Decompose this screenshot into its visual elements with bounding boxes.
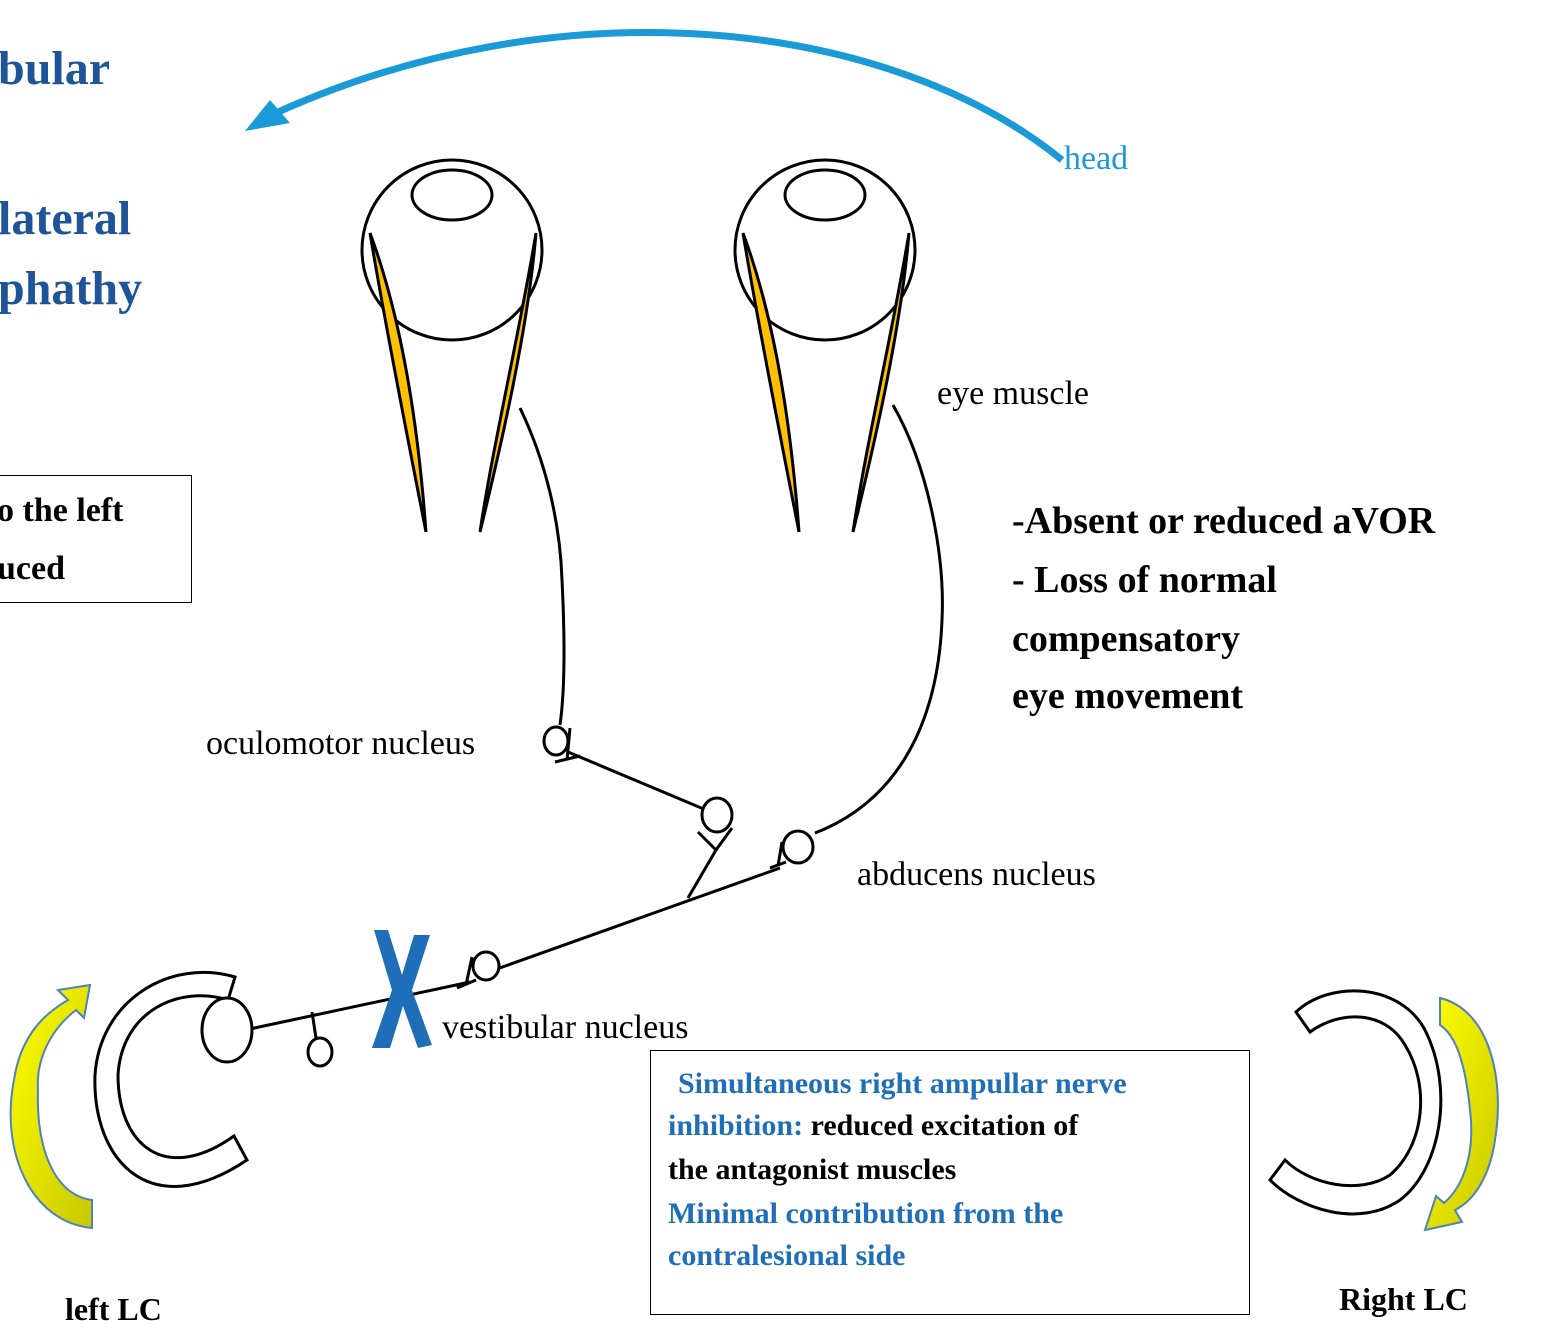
interneuron-synapse <box>688 798 732 898</box>
note-line-1: Simultaneous right ampullar nerve <box>678 1069 1127 1099</box>
left-note-line-1: o the left <box>0 492 124 530</box>
note-line-2: inhibition: reduced excitation of <box>668 1111 1078 1141</box>
title-line-2: lateral <box>0 195 131 243</box>
oculomotor-nucleus-synapse <box>544 727 706 810</box>
title-line-1: bular <box>0 45 110 93</box>
left-note-line-2: uced <box>0 550 65 588</box>
finding-line-4: eye movement <box>1012 677 1243 715</box>
abducens-nucleus-label: abducens nucleus <box>857 858 1096 892</box>
inhibition-note-box: Simultaneous right ampullar nerve inhibi… <box>650 1050 1250 1315</box>
abducens-nerve <box>815 405 942 833</box>
note-line-2-blue: inhibition: <box>668 1109 803 1142</box>
abducens-nucleus-synapse <box>770 831 813 868</box>
vestibular-axon <box>480 868 780 975</box>
note-line-3: the antagonist muscles <box>668 1155 956 1185</box>
note-line-2-black: reduced excitation of <box>803 1109 1078 1142</box>
lesion-x-mark <box>372 930 432 1048</box>
title-line-3: phathy <box>0 265 142 313</box>
left-rotation-arrow <box>11 985 92 1228</box>
ampullar-nerve <box>245 982 470 1030</box>
right-canal <box>1270 991 1441 1214</box>
eye-muscle-label: eye muscle <box>937 377 1089 411</box>
left-canal <box>95 972 252 1186</box>
finding-line-3: compensatory <box>1012 620 1240 658</box>
right-lc-label: Right LC <box>1339 1283 1468 1315</box>
note-line-4: Minimal contribution from the <box>668 1199 1063 1229</box>
head-rotation-arrow <box>245 33 1062 160</box>
left-note-box: o the left uced <box>0 475 192 603</box>
note-line-5: contralesional side <box>668 1241 906 1271</box>
finding-line-1: -Absent or reduced aVOR <box>1012 502 1435 540</box>
efferent-synapse <box>308 1012 332 1066</box>
oculomotor-nucleus-label: oculomotor nucleus <box>206 727 475 761</box>
left-lc-label: left LC <box>65 1293 162 1325</box>
finding-line-2: - Loss of normal <box>1012 561 1277 599</box>
head-label: head <box>1064 142 1128 176</box>
vestibular-nucleus-label: vestibular nucleus <box>442 1011 688 1045</box>
oculomotor-nerve <box>520 408 564 725</box>
